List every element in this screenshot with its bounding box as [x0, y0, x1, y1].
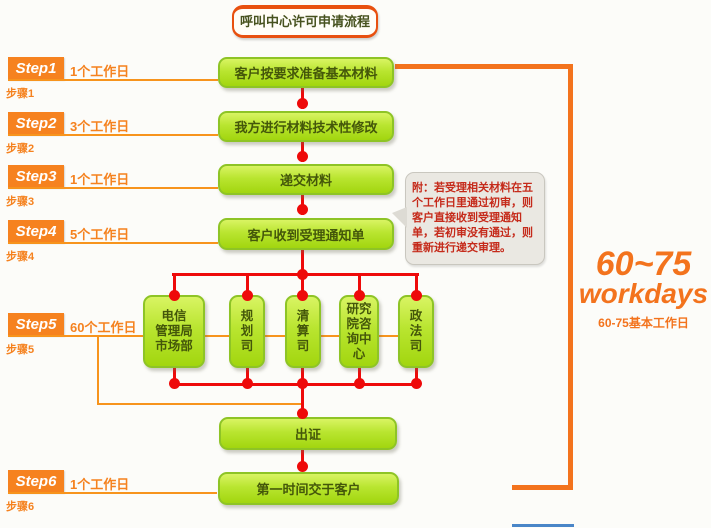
step6-sublabel: 步骤6: [6, 501, 35, 513]
step5-branch-horizontal-line: [97, 403, 304, 405]
summary-caption: 60-75基本工作日: [598, 316, 689, 330]
step5-badge: Step5: [8, 313, 64, 336]
connector-dot: [169, 290, 180, 301]
connector-dot: [297, 151, 308, 162]
connector-dot: [297, 98, 308, 109]
page-title: 呼叫中心许可申请流程: [232, 5, 378, 38]
connector-dot: [297, 378, 308, 389]
dept-box-telecom-admin: 电信 管理局 市场部: [143, 295, 205, 368]
step2-duration: 3个工作日: [70, 119, 130, 134]
connector-line: [173, 367, 176, 386]
connector-line: [301, 367, 304, 386]
step3-duration: 1个工作日: [70, 172, 130, 187]
connector-dot: [242, 378, 253, 389]
connector-line: [301, 250, 304, 276]
step2-badge: Step2: [8, 112, 64, 135]
summary-unit: workdays: [578, 278, 709, 309]
step5-sublabel: 步骤5: [6, 344, 35, 356]
step4-connector-line: [8, 242, 218, 244]
connector-line: [301, 275, 304, 294]
step4-badge: Step4: [8, 220, 64, 243]
step2-sublabel: 步骤2: [6, 143, 35, 155]
connector-line: [358, 275, 361, 294]
connector-dot: [169, 378, 180, 389]
connector-line: [173, 275, 176, 294]
step1-sublabel: 步骤1: [6, 88, 35, 100]
dept-box-research: 研究 院咨 询中 心: [339, 295, 379, 368]
dept-box-legal: 政 法 司: [398, 295, 434, 368]
connector-dot: [297, 204, 308, 215]
connector-dot: [297, 269, 308, 280]
step1-connector-line: [8, 79, 218, 81]
step3-sublabel: 步骤3: [6, 196, 35, 208]
step5-branch-vertical-line: [97, 335, 99, 405]
note-bubble-tail: [392, 207, 407, 228]
connector-line: [301, 386, 304, 416]
flow-box-modify: 我方进行材料技术性修改: [218, 111, 394, 142]
step6-badge: Step6: [8, 470, 64, 493]
connector-dot: [297, 408, 308, 419]
connector-dot: [411, 378, 422, 389]
summary-range: 60~75: [595, 245, 692, 283]
flow-box-issue: 出证: [219, 417, 397, 450]
flow-box-submit: 递交材料: [218, 164, 394, 195]
step3-badge: Step3: [8, 165, 64, 188]
connector-line: [246, 367, 249, 386]
step4-sublabel: 步骤4: [6, 251, 35, 263]
step3-connector-line: [8, 187, 218, 189]
connector-line: [301, 450, 304, 471]
step1-duration: 1个工作日: [70, 64, 130, 79]
bracket-vertical-line: [568, 64, 573, 490]
step5-duration: 60个工作日: [70, 320, 137, 335]
branch-top-line: [172, 273, 419, 276]
step5-connector-line: [8, 335, 434, 337]
bottom-blue-bar: [512, 524, 574, 527]
connector-dot: [242, 290, 253, 301]
step1-badge: Step1: [8, 57, 64, 80]
connector-line: [358, 367, 361, 386]
step4-duration: 5个工作日: [70, 227, 130, 242]
duration-summary: 60~75 workdays 60-75基本工作日: [576, 246, 711, 331]
connector-dot: [354, 378, 365, 389]
connector-dot: [411, 290, 422, 301]
bracket-bottom-line: [512, 485, 573, 490]
step6-connector-line: [8, 492, 217, 494]
step6-duration: 1个工作日: [70, 477, 130, 492]
flow-box-notice: 客户收到受理通知单: [218, 218, 394, 250]
connector-line: [246, 275, 249, 294]
branch-bottom-line: [172, 383, 419, 386]
connector-dot: [297, 461, 308, 472]
flow-box-prepare: 客户按要求准备基本材料: [218, 57, 394, 88]
flow-box-deliver: 第一时间交于客户: [218, 472, 399, 505]
bracket-top-line: [395, 64, 573, 69]
connector-dot: [297, 290, 308, 301]
dept-box-planning: 规 划 司: [229, 295, 265, 368]
connector-line: [415, 275, 418, 294]
note-bubble: 附：若受理相关材料在五个工作日里通过初审，则客户直接收到受理通知单，若初审没有通…: [392, 172, 545, 265]
dept-box-settlement: 清 算 司: [285, 295, 321, 368]
step2-connector-line: [8, 134, 218, 136]
note-text: 附：若受理相关材料在五个工作日里通过初审，则客户直接收到受理通知单，若初审没有通…: [412, 182, 533, 254]
connector-dot: [354, 290, 365, 301]
connector-line: [415, 367, 418, 386]
